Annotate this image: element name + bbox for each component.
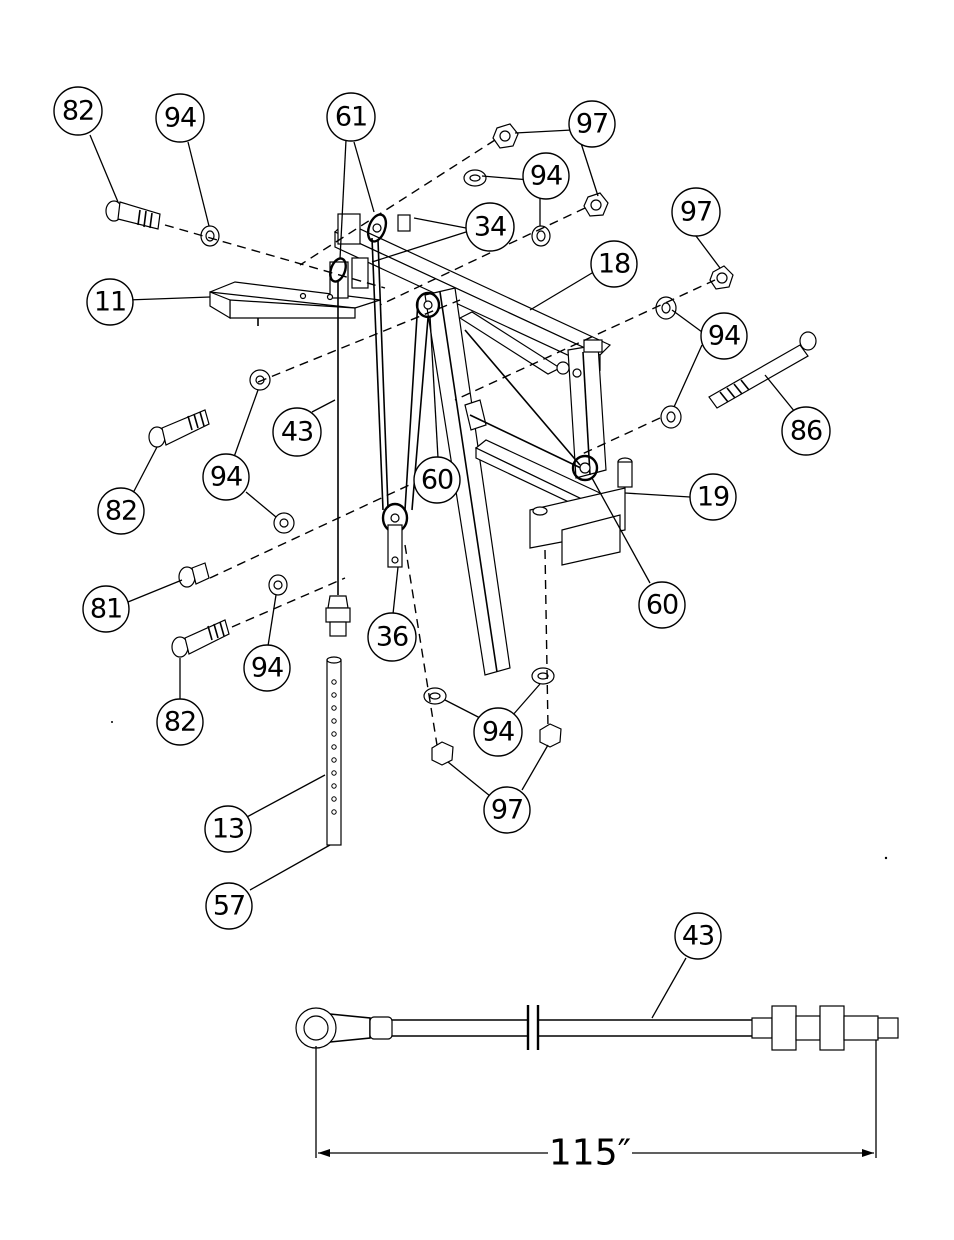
callout-57: 57 [206,883,252,929]
svg-text:94: 94 [530,161,562,192]
callout-18: 18 [591,241,637,287]
svg-text:97: 97 [491,795,523,826]
callout-60-right: 60 [639,582,685,628]
callout-60-center: 60 [414,457,460,503]
cable-end-fitting [326,596,350,636]
callout-94-left: 94 [203,454,249,500]
svg-text:94: 94 [251,653,283,684]
svg-text:82: 82 [164,707,196,738]
callout-19: 19 [690,474,736,520]
pin-hole [332,732,336,736]
svg-text:86: 86 [790,416,822,447]
callout-94-right: 94 [701,313,747,359]
pin-hole [332,745,336,749]
pin-hole [332,758,336,762]
callout-82-top: 82 [54,87,102,135]
callout-43-main: 43 [273,408,321,456]
callout-11: 11 [87,279,133,325]
bolt-82-lower [172,620,229,657]
pin-hole [332,784,336,788]
top-bracket [210,258,380,326]
svg-text:94: 94 [482,717,514,748]
callout-36: 36 [368,613,416,661]
svg-text:82: 82 [62,96,94,127]
pin-hole [332,797,336,801]
cable-detail: 115″ [296,1005,898,1174]
pin-hole [332,771,336,775]
dimension-115: 115″ [549,1133,631,1174]
callout-94-top: 94 [156,94,204,142]
callout-82-lower: 82 [157,699,203,745]
svg-text:81: 81 [90,594,122,625]
svg-text:19: 19 [697,482,729,513]
callout-43-detail: 43 [675,913,721,959]
svg-text:94: 94 [708,321,740,352]
svg-text:94: 94 [210,462,242,493]
svg-text:97: 97 [680,197,712,228]
selector-pin [327,657,341,845]
callout-86: 86 [782,407,830,455]
callout-94-lower: 94 [244,645,290,691]
callout-13: 13 [205,806,251,852]
svg-text:43: 43 [281,417,313,448]
svg-text:18: 18 [598,249,630,280]
pin-hole [332,693,336,697]
svg-text:43: 43 [682,921,714,952]
bolt-81 [179,563,209,587]
pin-hole [332,719,336,723]
svg-text:94: 94 [164,103,196,134]
svg-text:57: 57 [213,891,245,922]
callout-97-bottom: 97 [484,787,530,833]
assembly-lines [165,140,715,745]
callout-61: 61 [327,93,375,141]
cables [338,238,428,595]
pin-hole [332,810,336,814]
callout-81: 81 [83,586,129,632]
callout-82-left: 82 [98,488,144,534]
svg-text:97: 97 [576,109,608,140]
callout-97-top: 97 [569,101,615,147]
callout-94-mid: 94 [523,153,569,199]
svg-text:13: 13 [212,814,244,845]
main-frame [335,222,610,675]
svg-text:82: 82 [105,496,137,527]
bolt-82-top [106,201,160,229]
svg-text:60: 60 [646,590,678,621]
svg-text:60: 60 [421,465,453,496]
svg-text:61: 61 [335,102,367,133]
pin-hole [332,680,336,684]
svg-text:36: 36 [376,622,408,653]
callout-94-bottom: 94 [474,708,522,756]
svg-text:11: 11 [94,287,126,318]
callout-34: 34 [466,203,514,251]
svg-text:34: 34 [474,212,506,243]
callout-97-right: 97 [672,188,720,236]
bolt-82-left [149,410,209,447]
pin-hole [332,706,336,710]
